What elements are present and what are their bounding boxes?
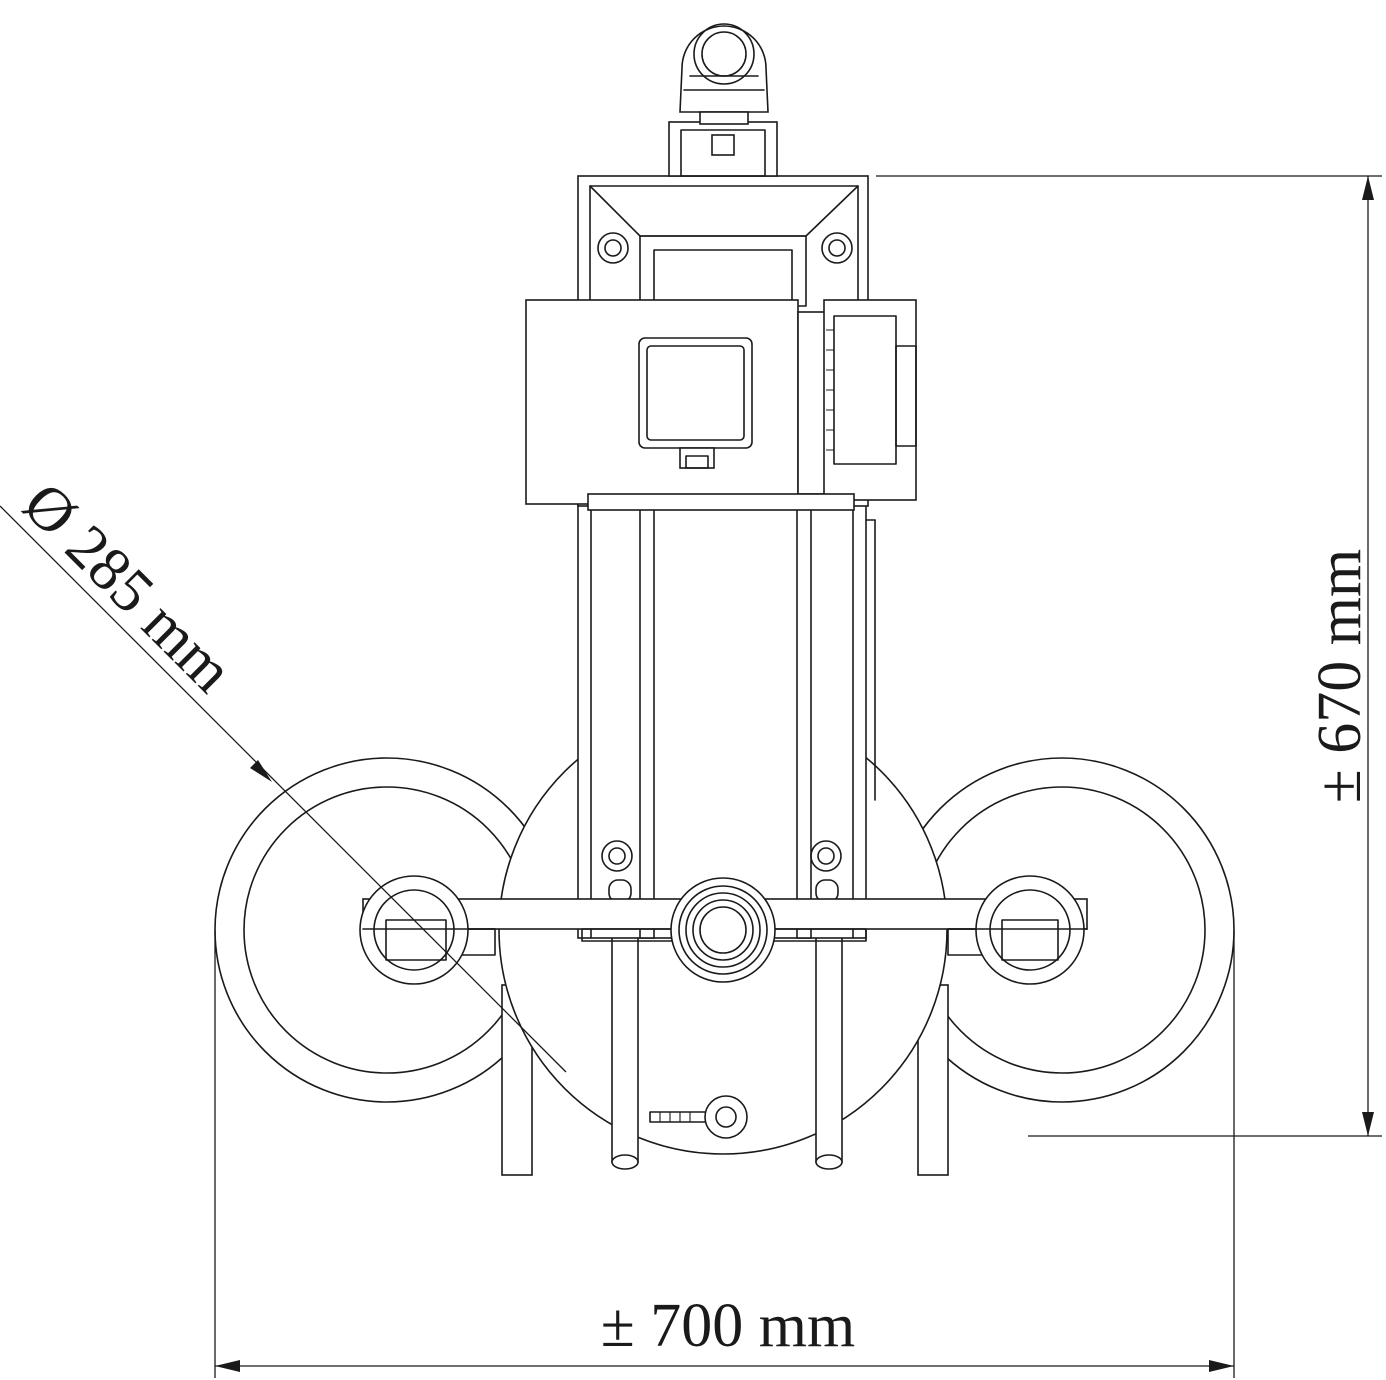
release-valve (649, 1095, 748, 1139)
vertical-frame (577, 497, 876, 939)
center-fitting (670, 877, 776, 983)
right-pad-hub (947, 875, 1088, 985)
left-pad-hub (359, 875, 496, 985)
diameter-label: Ø 285 mm (10, 470, 246, 706)
side-vacuum-pump (797, 299, 917, 501)
pump-housing (525, 299, 799, 505)
width-label: ± 700 mm (601, 1292, 855, 1360)
height-label: ± 670 mm (1306, 549, 1374, 803)
base-plate (587, 493, 855, 511)
width-dimension: ± 700 mm (214, 930, 1235, 1378)
guide-rods (611, 929, 843, 1170)
lifting-eye (668, 23, 778, 177)
height-dimension: ± 670 mm (876, 175, 1382, 1137)
